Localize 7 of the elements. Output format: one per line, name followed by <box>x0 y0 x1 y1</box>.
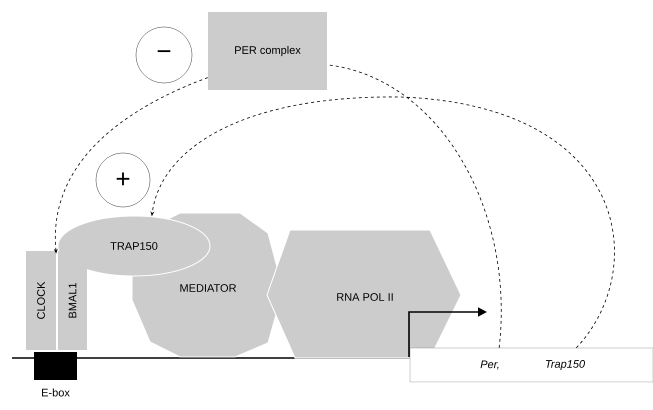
protein-box: PER complex <box>208 12 327 90</box>
gene-box: Per, Trap150 <box>410 348 653 382</box>
e-box-block <box>34 352 77 380</box>
beside-label: E-box <box>42 388 70 396</box>
node-label: BMAL1 <box>68 283 76 318</box>
protein-box: BMAL1 <box>58 251 87 350</box>
protein-box: CLOCK <box>26 251 56 350</box>
